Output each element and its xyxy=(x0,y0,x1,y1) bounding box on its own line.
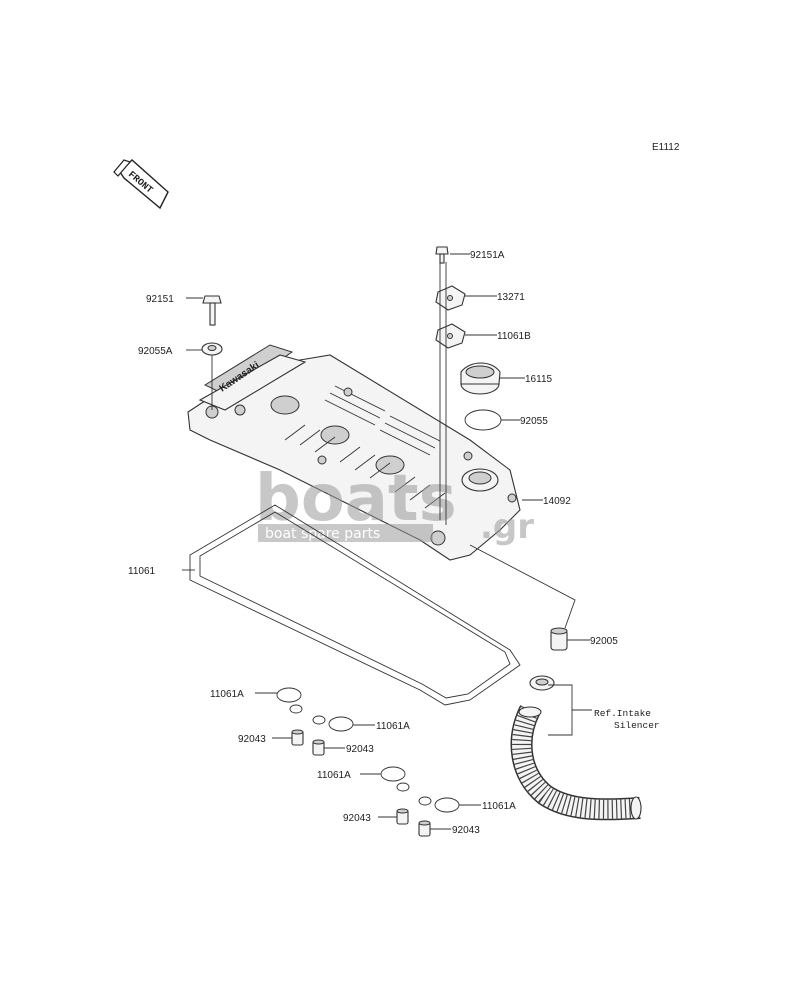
leader-fitting-axis xyxy=(469,544,576,629)
label-bolt-left: 92151 xyxy=(146,294,174,305)
collar-a2 xyxy=(312,739,325,756)
bolt-right xyxy=(435,246,449,264)
seal-a2 xyxy=(312,715,354,732)
label-bolt-right: 92151A xyxy=(470,250,505,261)
cover-plate xyxy=(435,285,466,311)
label-cover-plate: 13271 xyxy=(497,292,525,303)
watermark-main: boats xyxy=(255,462,457,536)
label-seal-a4: 11061A xyxy=(482,801,516,812)
label-gasket-plate: 11061B xyxy=(497,331,531,342)
label-seal-a2: 11061A xyxy=(376,721,410,732)
collar-a3 xyxy=(396,808,409,825)
diagram-code: E1112 xyxy=(652,142,680,153)
label-washer-left: 92055A xyxy=(138,346,173,357)
label-fitting: 92005 xyxy=(590,636,618,647)
cover-gasket xyxy=(189,504,521,706)
label-seal-a1: 11061A xyxy=(210,689,244,700)
ref-note-line2: Silencer xyxy=(614,720,660,731)
hose-clamp xyxy=(529,675,555,691)
seal-a1 xyxy=(276,687,303,714)
label-head-cover: 14092 xyxy=(543,496,571,507)
label-oil-cap: 16115 xyxy=(525,374,553,385)
head-cover: Kawasaki xyxy=(187,344,521,561)
front-arrow-icon: FRONT xyxy=(113,159,169,210)
collar-a4 xyxy=(418,820,431,837)
seal-a3 xyxy=(380,766,410,792)
label-seal-a3: 11061A xyxy=(317,770,351,781)
oil-cap xyxy=(460,362,501,395)
watermark: boats boat spare parts .gr xyxy=(255,462,534,547)
bolt-left xyxy=(202,295,222,326)
seal-a4 xyxy=(418,796,460,813)
label-cover-gasket: 11061 xyxy=(128,566,156,577)
label-o-ring: 92055 xyxy=(520,416,548,427)
gasket-plate xyxy=(435,323,466,349)
collar-a1 xyxy=(291,729,304,746)
fitting xyxy=(550,627,568,651)
ref-bracket xyxy=(548,684,592,736)
breather-hose xyxy=(510,705,642,821)
label-collar-a3: 92043 xyxy=(343,813,371,824)
label-collar-a1: 92043 xyxy=(238,734,266,745)
label-collar-a4: 92043 xyxy=(452,825,480,836)
ref-note-line1: Ref.Intake xyxy=(594,708,651,719)
washer-left xyxy=(201,342,223,356)
label-collar-a2: 92043 xyxy=(346,744,374,755)
watermark-suffix: .gr xyxy=(480,507,534,547)
o-ring xyxy=(464,409,502,431)
